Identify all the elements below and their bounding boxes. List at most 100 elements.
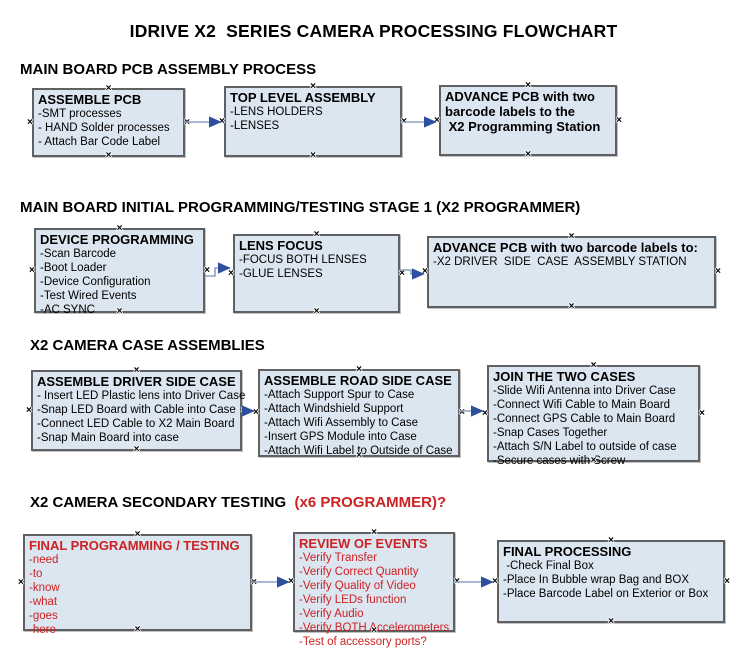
- box-item: -Verify BOTH Accelerometers: [299, 622, 450, 634]
- box-item: -Place Barcode Label on Exterior or Box: [503, 588, 709, 600]
- box-item: -goes: [29, 610, 58, 622]
- anchor-handle-left-icon: ×: [26, 404, 32, 416]
- anchor-handle-bottom-icon: ×: [133, 444, 140, 455]
- box-title: FINAL PROCESSING: [503, 544, 632, 559]
- anchor-handle-right-icon: ×: [699, 407, 705, 419]
- section-heading-4: X2 CAMERA SECONDARY TESTING (x6 PROGRAMM…: [30, 494, 446, 511]
- box-item: -FOCUS BOTH LENSES: [239, 254, 367, 266]
- box-item: -Snap Cases Together: [493, 427, 608, 439]
- anchor-handle-bottom-icon: ×: [105, 150, 112, 161]
- anchor-handle-left-icon: ×: [253, 407, 259, 418]
- box-title: X2 Programming Station: [445, 119, 601, 134]
- box-item: -to: [29, 568, 43, 580]
- box-title: ASSEMBLE ROAD SIDE CASE: [264, 373, 452, 388]
- box-title: barcode labels to the: [445, 104, 576, 119]
- anchor-handle-left-icon: ×: [482, 407, 488, 419]
- box-item: -Verify Quality of Video: [299, 580, 416, 592]
- box-item: -Insert GPS Module into Case: [264, 431, 417, 443]
- box-item: -Attach Windshield Support: [264, 403, 404, 415]
- anchor-handle-left-icon: ×: [29, 264, 35, 276]
- anchor-handle-left-icon: ×: [228, 267, 234, 279]
- box-item: - Attach Bar Code Label: [38, 136, 161, 148]
- box-item: -Verify LEDs function: [299, 594, 407, 606]
- flowchart-box-assemble-road-side-case[interactable]: ASSEMBLE ROAD SIDE CASE-Attach Support S…: [253, 365, 465, 461]
- box-item: -Connect GPS Cable to Main Board: [493, 413, 676, 425]
- box-item: -Check Final Box: [503, 560, 594, 572]
- section-heading-3: X2 CAMERA CASE ASSEMBLIES: [30, 337, 265, 354]
- box-title: ADVANCE PCB with two barcode labels to:: [433, 240, 698, 255]
- box-item: -Place In Bubble wrap Bag and BOX: [503, 574, 690, 586]
- box-title: LENS FOCUS: [239, 238, 323, 253]
- box-title: REVIEW OF EVENTS: [299, 536, 428, 551]
- flowchart-title: IDRIVE X2 SERIES CAMERA PROCESSING FLOWC…: [129, 21, 618, 41]
- box-item: -Device Configuration: [40, 276, 151, 288]
- connector-arrow-3[interactable]: [205, 262, 231, 277]
- anchor-handle-right-icon: ×: [724, 575, 730, 587]
- section-heading-text: (x6 PROGRAMMER)?: [294, 494, 447, 511]
- box-item: -Verify Audio: [299, 608, 364, 620]
- flowchart-box-final-programming-testing[interactable]: FINAL PROGRAMMING / TESTING-need-to-know…: [18, 530, 257, 637]
- box-item: -Snap Main Board into case: [37, 432, 179, 444]
- box-item: -Boot Loader: [40, 262, 107, 274]
- connector-arrow-4[interactable]: [400, 268, 425, 280]
- anchor-handle-bottom-icon: ×: [310, 150, 316, 161]
- box-item: -Connect Wifi Cable to Main Board: [493, 399, 671, 411]
- box-title: ADVANCE PCB with two: [445, 89, 595, 104]
- flowchart-box-final-processing[interactable]: FINAL PROCESSING -Check Final Box -Place …: [492, 536, 730, 627]
- section-heading-text: MAIN BOARD PCB ASSEMBLY PROCESS: [20, 61, 317, 78]
- flowchart-box-assemble-pcb[interactable]: ASSEMBLE PCB-SMT processes- HAND Solder …: [27, 84, 190, 161]
- box-item: -Scan Barcode: [40, 248, 117, 260]
- box-item: -LENSES: [230, 120, 280, 132]
- anchor-handle-right-icon: ×: [616, 114, 622, 126]
- box-title: JOIN THE TWO CASES: [493, 369, 636, 384]
- box-item: -Attach S/N Label to outside of case: [493, 441, 677, 453]
- box-item: -Slide Wifi Antenna into Driver Case: [493, 385, 676, 397]
- section-heading-text: X2 CAMERA CASE ASSEMBLIES: [30, 337, 265, 354]
- box-item: -here: [29, 624, 56, 636]
- anchor-handle-bottom-icon: ×: [568, 301, 575, 312]
- flowchart-box-lens-focus[interactable]: LENS FOCUS-FOCUS BOTH LENSES -GLUE LENSES…: [228, 230, 405, 317]
- section-heading-1: MAIN BOARD PCB ASSEMBLY PROCESS: [20, 61, 316, 78]
- flowchart-box-join-the-two-cases[interactable]: JOIN THE TWO CASES-Slide Wifi Antenna in…: [482, 361, 705, 468]
- box-item: -X2 DRIVER SIDE CASE ASSEMBLY STATION: [433, 256, 687, 268]
- anchor-handle-right-icon: ×: [715, 266, 721, 277]
- box-item: -Attach Wifi Label to Outside of Case: [264, 445, 453, 457]
- box-title: DEVICE PROGRAMMING: [40, 232, 194, 247]
- box-item: -know: [29, 582, 60, 594]
- flowchart-box-advance-pcb-to-driver-side-case[interactable]: ADVANCE PCB with two barcode labels to:-…: [422, 232, 721, 312]
- flowchart-box-assemble-driver-side-case[interactable]: ASSEMBLE DRIVER SIDE CASE- Insert LED Pl…: [26, 366, 247, 455]
- section-heading-text: X2 CAMERA SECONDARY TESTING: [30, 494, 295, 511]
- anchor-handle-right-icon: ×: [459, 407, 465, 418]
- box-item: -Test Wired Events: [40, 290, 137, 302]
- box-item: -Test of accessory ports?: [299, 636, 427, 648]
- box-item: -Snap LED Board with Cable into Case: [37, 404, 236, 416]
- section-heading-text: MAIN BOARD INITIAL PROGRAMMING/TESTING S…: [20, 199, 581, 216]
- section-heading-2: MAIN BOARD INITIAL PROGRAMMING/TESTING S…: [20, 199, 580, 216]
- flowchart-box-review-of-events[interactable]: REVIEW OF EVENTS-Verify Transfer -Verify …: [288, 528, 460, 649]
- box-item: -Attach Wifi Assembly to Case: [264, 417, 419, 429]
- box-item: -Verify Correct Quantity: [299, 566, 419, 578]
- box-title: TOP LEVEL ASSEMBLY: [230, 90, 376, 105]
- box-item: -AC SYNC: [40, 304, 95, 316]
- anchor-handle-right-icon: ×: [204, 264, 210, 276]
- box-item: -what: [29, 596, 58, 608]
- box-item: -SMT processes: [38, 108, 122, 120]
- box-item: -GLUE LENSES: [239, 268, 323, 280]
- box-item: -LENS HOLDERS: [230, 106, 323, 118]
- box-title: ASSEMBLE PCB: [38, 92, 142, 107]
- flowchart-box-top-level-assembly[interactable]: TOP LEVEL ASSEMBLY-LENS HOLDERS-LENSES××…: [219, 82, 407, 161]
- anchor-handle-bottom-icon: ×: [608, 616, 614, 627]
- box-title: ASSEMBLE DRIVER SIDE CASE: [37, 374, 236, 389]
- box-item: -Attach Support Spur to Case: [264, 389, 415, 401]
- box-item: -Verify Transfer: [299, 552, 377, 564]
- box-item: - Insert LED Plastic lens into Driver Ca…: [37, 390, 246, 402]
- box-item: -need: [29, 554, 59, 566]
- anchor-handle-left-icon: ×: [18, 576, 24, 588]
- anchor-handle-bottom-icon: ×: [525, 149, 531, 160]
- anchor-handle-left-icon: ×: [422, 266, 428, 277]
- flowchart-box-device-programming[interactable]: DEVICE PROGRAMMING-Scan Barcode -Boot Loa…: [29, 224, 210, 317]
- anchor-handle-left-icon: ×: [27, 116, 33, 128]
